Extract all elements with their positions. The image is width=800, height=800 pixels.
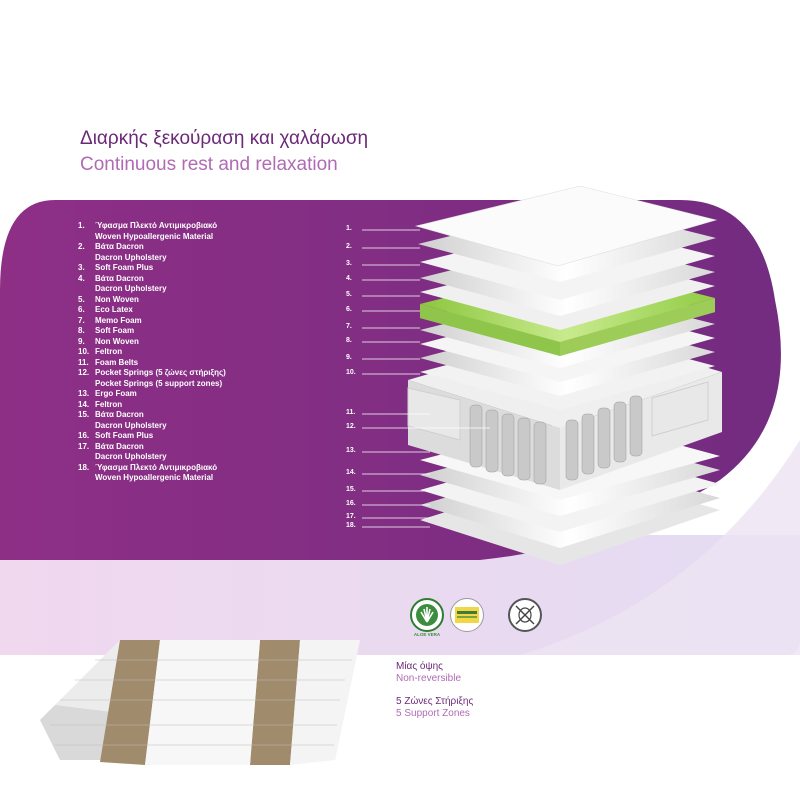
list-item: 6.Eco Latex: [78, 305, 133, 314]
callout-lines: [362, 229, 490, 528]
list-item: Dacron Upholstery: [95, 420, 167, 430]
pocket-spring-mattress-image: [40, 640, 360, 765]
callout-number: 1.: [346, 225, 352, 232]
list-item: Dacron Upholstery: [95, 284, 167, 293]
title-english: Continuous rest and relaxation: [80, 154, 338, 175]
aloe-vera-label: ALOE VERA: [413, 632, 441, 637]
callout-number: 16.: [346, 500, 356, 507]
anti-mite-icon: [508, 598, 542, 632]
list-item: 17.Βάτα Dacron: [78, 441, 144, 451]
list-item: 16.Soft Foam Plus: [78, 431, 154, 440]
callout-number: 14.: [346, 469, 356, 476]
feature-label-english: Non-reversible: [396, 673, 462, 684]
list-item: 7.Memo Foam: [78, 315, 142, 325]
callout-number: 18.: [346, 522, 356, 529]
callout-number: 7.: [346, 323, 352, 330]
feature-support-zones: 5 Ζώνες Στήριξης 5 Support Zones: [396, 696, 473, 720]
feature-label-greek: 5 Ζώνες Στήριξης: [396, 696, 474, 707]
list-item: 9.Non Woven: [78, 336, 139, 346]
list-item: 10.Feltron: [78, 347, 123, 356]
list-item: 11.Foam Belts: [78, 357, 139, 367]
callout-number: 11.: [346, 409, 356, 416]
callout-number: 5.: [346, 291, 352, 298]
feature-label-english: 5 Support Zones: [396, 708, 470, 719]
callout-number: 13.: [346, 447, 356, 454]
list-item: 13.Ergo Foam: [78, 389, 137, 398]
callout-number: 8.: [346, 337, 352, 344]
lilac-swoosh: [520, 440, 800, 655]
list-item: 18.Ύφασμα Πλεκτό Αντιμικροβιακό: [78, 462, 218, 472]
list-item: 5.Non Woven: [78, 294, 139, 304]
callout-number: 10.: [346, 369, 356, 376]
list-item: 2.Βάτα Dacron: [78, 242, 144, 251]
list-item: Pocket Springs (5 support zones): [95, 378, 223, 388]
callout-number: 17.: [346, 513, 356, 520]
callout-number: 9.: [346, 354, 352, 361]
callout-number: 4.: [346, 275, 352, 282]
list-item: Dacron Upholstery: [95, 452, 167, 461]
callout-number: 6.: [346, 306, 352, 313]
list-item: 12.Pocket Springs (5 ζώνες στήριξης): [78, 368, 226, 377]
list-item: 1.Ύφασμα Πλεκτό Αντιμικροβιακό: [78, 221, 218, 230]
list-item: 14.Feltron: [78, 399, 123, 409]
list-item: 8.Soft Foam: [78, 326, 135, 335]
title-greek: Διαρκής ξεκούραση και χαλάρωση: [80, 128, 369, 149]
list-item: Woven Hypoallergenic Material: [95, 473, 214, 482]
list-item: Dacron Upholstery: [95, 252, 167, 262]
feature-non-reversible: Μίας όψης Non-reversible: [396, 661, 461, 685]
aloe-vera-icon: [410, 598, 444, 632]
callout-number: 2.: [346, 243, 352, 250]
list-item: 15.Βάτα Dacron: [78, 410, 144, 419]
oeko-tex-icon: [450, 598, 484, 632]
list-item: Woven Hypoallergenic Material: [95, 231, 214, 241]
callout-number: 15.: [346, 486, 356, 493]
callout-number: 3.: [346, 260, 352, 267]
layer-list: 1.Ύφασμα Πλεκτό Αντιμικροβιακό Woven Hyp…: [78, 221, 318, 484]
list-item: 4.Βάτα Dacron: [78, 273, 144, 283]
callout-number: 12.: [346, 423, 356, 430]
list-item: 3.Soft Foam Plus: [78, 263, 154, 272]
mattress-layers-diagram: [407, 185, 722, 565]
feature-label-greek: Μίας όψης: [396, 661, 444, 672]
